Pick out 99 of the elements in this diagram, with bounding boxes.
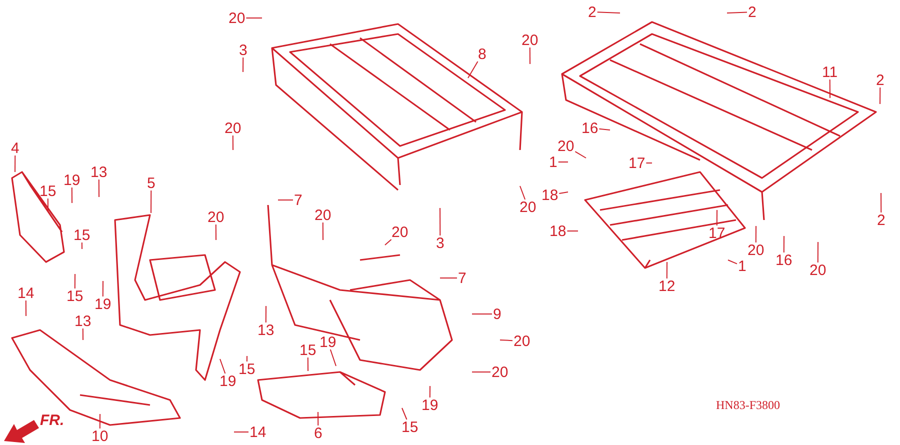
leader-line [716, 210, 718, 226]
leader-line [74, 274, 76, 289]
callout-number: 15 [238, 362, 256, 376]
leader-line [440, 208, 441, 236]
leader-line [47, 198, 48, 212]
callout-number: 2 [876, 212, 886, 228]
callout-number: 19 [318, 334, 338, 350]
leader-line [14, 155, 16, 172]
leader-line [520, 186, 526, 200]
leader-line [102, 280, 104, 297]
callout-number: 1 [548, 154, 558, 170]
callout-number: 20 [224, 120, 242, 136]
leader-line [71, 187, 72, 204]
leader-line [646, 162, 652, 164]
leader-line [468, 61, 478, 78]
leader-line [880, 87, 881, 104]
callout-number: 9 [492, 306, 502, 322]
callout-number: 14 [248, 424, 268, 440]
leader-line [566, 230, 578, 232]
callout-number: 3 [435, 236, 446, 250]
leader-line [402, 408, 408, 420]
leader-line [817, 242, 818, 263]
callout-number: 10 [90, 428, 110, 444]
leader-line [25, 300, 26, 316]
callout-number: 20 [490, 364, 510, 380]
callout-number: 18 [540, 188, 560, 202]
callout-number: 20 [228, 10, 246, 26]
callout-number: 19 [218, 374, 238, 388]
leader-line [728, 260, 738, 264]
leader-line [220, 358, 226, 374]
leader-line [529, 47, 530, 64]
leader-line [307, 357, 308, 372]
callout-number: 4 [10, 140, 20, 156]
callout-number: 20 [314, 208, 332, 222]
callout-number: 16 [580, 120, 600, 136]
callout-number: 3 [238, 42, 248, 58]
leader-line [82, 328, 84, 340]
leader-line [232, 135, 234, 150]
callout-number: 19 [62, 172, 82, 188]
callout-number: 1 [737, 258, 748, 274]
leader-line [330, 349, 336, 366]
leader-line [880, 192, 882, 213]
leader-line [265, 306, 266, 323]
callout-number: 19 [420, 398, 440, 412]
leader-line [429, 386, 430, 398]
callout-number: 15 [66, 288, 84, 304]
leader-line [150, 190, 152, 214]
leader-line [558, 192, 568, 194]
leader-line [322, 222, 324, 240]
leader-line [596, 12, 620, 14]
leader-line [666, 262, 668, 279]
leader-line [755, 226, 756, 243]
leader-line [384, 239, 392, 246]
callout-number: 12 [658, 278, 676, 294]
leader-line [215, 224, 216, 240]
callout-number: 13 [90, 164, 108, 180]
callout-number: 17 [708, 226, 726, 240]
callout-number: 20 [746, 242, 766, 258]
leader-line [99, 414, 100, 429]
callout-number: 15 [38, 184, 58, 198]
leader-line [598, 128, 610, 130]
callout-number: 17 [628, 156, 646, 170]
callout-number: 15 [298, 342, 318, 358]
leader-line [242, 57, 244, 72]
callout-number: 2 [875, 72, 886, 88]
part-code: HN83-F3800 [716, 398, 780, 413]
leader-line [318, 412, 319, 426]
callout-number: 15 [72, 228, 92, 242]
leader-line [726, 12, 748, 14]
callout-number: 15 [400, 420, 420, 434]
callout-number: 13 [256, 322, 276, 338]
callout-number: 7 [293, 192, 304, 208]
callout-number: 20 [556, 138, 576, 154]
callout-number: 8 [477, 46, 488, 62]
leader-line [81, 242, 82, 250]
callout-number: 2 [587, 4, 598, 20]
callout-number: 16 [774, 252, 794, 268]
callout-number: 7 [457, 270, 468, 286]
leader-line [829, 79, 830, 98]
leader-line [246, 356, 248, 362]
leader-line [500, 340, 513, 342]
callout-number: 19 [94, 296, 112, 312]
callout-number: 20 [808, 262, 828, 278]
leader-line [783, 236, 784, 253]
callout-number: 6 [313, 426, 324, 440]
callout-number: 20 [512, 334, 532, 348]
callout-number: 20 [206, 210, 226, 224]
callout-number: 11 [821, 64, 839, 80]
callout-number: 14 [16, 286, 36, 300]
leader-line [574, 151, 586, 158]
callout-number: 2 [747, 4, 758, 20]
callout-number: 18 [548, 224, 568, 238]
leader-line [98, 179, 100, 198]
callout-number: 20 [520, 32, 540, 48]
direction-label: FR. [40, 412, 64, 429]
callout-number: 20 [518, 200, 538, 214]
callout-number: 5 [146, 176, 156, 190]
callout-number: 20 [390, 224, 410, 240]
callout-number: 13 [74, 314, 92, 328]
